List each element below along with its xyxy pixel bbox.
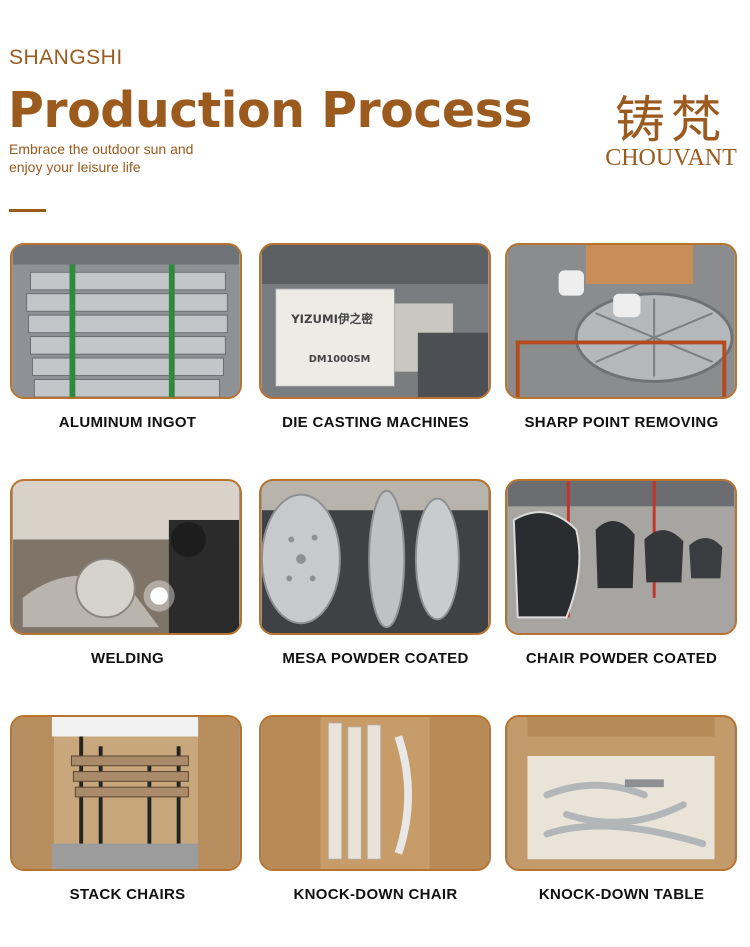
stack-chairs-image [12, 717, 240, 869]
caption-knock-down-chair: KNOCK-DOWN CHAIR [293, 886, 458, 903]
page-title: Production Process [8, 82, 532, 139]
knock-down-table-image [507, 717, 735, 869]
caption-stack-chairs: STACK CHAIRS [69, 886, 186, 903]
caption-sharp-point-removing: SHARP POINT REMOVING [524, 414, 719, 431]
tagline: Embrace the outdoor sun and enjoy your l… [9, 140, 193, 176]
aluminum-ingot-image [12, 245, 240, 397]
svg-text:YIZUMI伊之密: YIZUMI伊之密 [290, 312, 373, 326]
accent-rule [9, 209, 46, 212]
chair-powder-coated-image [507, 481, 735, 633]
knock-down-chair-image [261, 717, 489, 869]
caption-mesa-powder-coated: MESA POWDER COATED [282, 650, 469, 667]
caption-chair-powder-coated: CHAIR POWDER COATED [525, 650, 718, 667]
welding-image [12, 481, 240, 633]
photo-aluminum-ingot [10, 243, 242, 399]
photo-knock-down-table [505, 715, 737, 871]
sharp-point-removing-image [507, 245, 735, 397]
mesa-powder-coated-image [261, 481, 489, 633]
photo-die-casting: YIZUMI伊之密 DM1000SM [259, 243, 491, 399]
caption-welding: WELDING [91, 650, 164, 667]
caption-die-casting: DIE CASTING MACHINES [282, 414, 469, 431]
photo-knock-down-chair [259, 715, 491, 871]
brand-chinese: 铸梵 [615, 91, 727, 149]
die-casting-image: YIZUMI伊之密 DM1000SM [261, 245, 489, 397]
photo-chair-powder-coated [505, 479, 737, 635]
caption-aluminum-ingot: ALUMINUM INGOT [58, 414, 197, 431]
brand-english: CHOUVANT [605, 145, 737, 171]
tagline-line-1: Embrace the outdoor sun and [9, 141, 194, 157]
header-kicker: SHANGSHI [9, 46, 123, 69]
photo-welding [10, 479, 242, 635]
brand-logo: 铸梵 CHOUVANT [595, 92, 747, 170]
svg-text:DM1000SM: DM1000SM [309, 354, 371, 365]
tagline-line-2: enjoy your leisure life [9, 159, 141, 175]
caption-knock-down-table: KNOCK-DOWN TABLE [538, 886, 705, 903]
photo-mesa-powder-coated [259, 479, 491, 635]
photo-sharp-point-removing [505, 243, 737, 399]
photo-stack-chairs [10, 715, 242, 871]
